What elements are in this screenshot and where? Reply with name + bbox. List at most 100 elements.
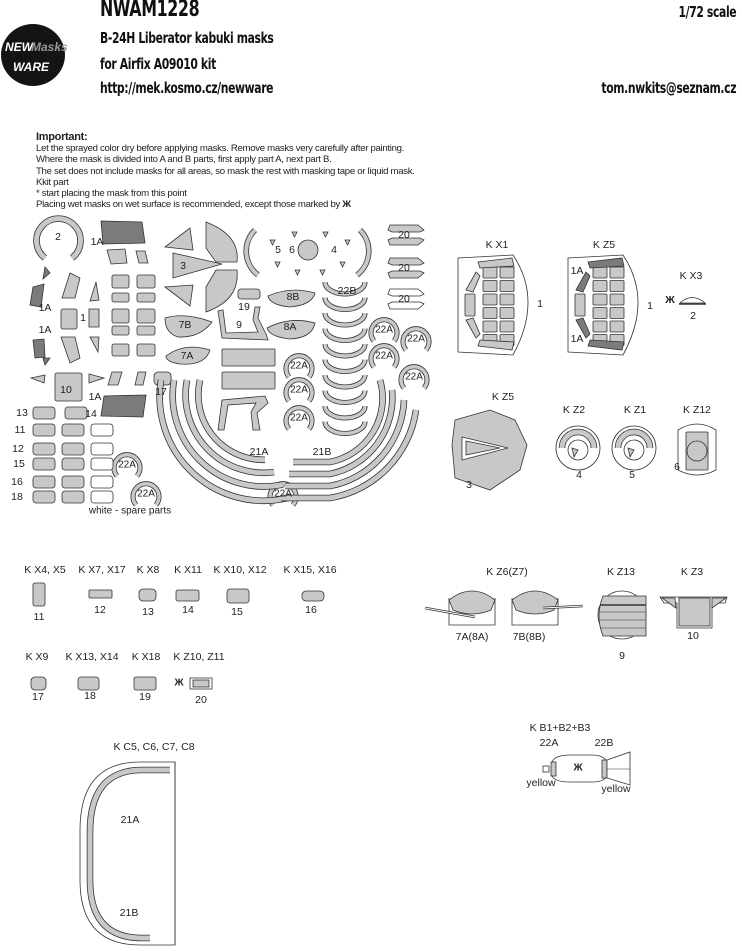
mask-small (61, 442, 85, 456)
diagram-title-kz12: K Z12 (682, 404, 712, 416)
part-label: 17 (155, 386, 167, 398)
canopy-pane (609, 293, 625, 306)
canopy-pane (592, 280, 608, 292)
mask-piece (88, 373, 106, 384)
bomb-fins (606, 751, 631, 786)
window-outline (79, 761, 176, 946)
mask-22a (368, 317, 400, 343)
canopy-pane (499, 293, 515, 306)
part-label: 20 (398, 229, 410, 241)
part-label: 21B (312, 446, 332, 458)
mask-small (90, 457, 114, 471)
logo-text-ware: WARE (13, 60, 49, 74)
mask-number: 17 (32, 691, 44, 703)
canopy-pane (499, 320, 515, 333)
mask-20 (192, 679, 210, 688)
canopy-pane (499, 266, 515, 279)
mask-20 (387, 237, 425, 246)
part-label: 3 (180, 260, 186, 272)
mask-piece (136, 308, 156, 324)
mask-number: 16 (305, 604, 317, 616)
canopy-pane (465, 317, 481, 339)
kit-subtitle: for Airfix A09010 kit (100, 55, 216, 73)
color-note: yellow (601, 783, 631, 795)
part-label: 8B (286, 291, 300, 303)
diagram-title-kx1: K X1 (485, 239, 509, 251)
mask-number: 12 (94, 604, 106, 616)
diagram-part: 1 (647, 300, 653, 312)
kit-part-label: K X13, X14 (65, 651, 119, 663)
canopy-pane (477, 257, 515, 269)
mask-small (64, 406, 88, 420)
mask-piece (135, 250, 149, 264)
mask-8a (266, 320, 316, 340)
mask-6 (297, 239, 319, 261)
part-label: 9 (236, 319, 242, 331)
mask-piece (274, 261, 281, 268)
canopy-pane (482, 266, 498, 279)
mask-number: 11 (33, 611, 45, 623)
mask-piece (571, 447, 579, 459)
mask-19 (133, 676, 157, 691)
canopy-pane (499, 280, 515, 292)
mask-piece (136, 274, 156, 289)
mask-22b (322, 405, 368, 421)
mask-21a (182, 379, 275, 477)
mask-small (32, 406, 56, 420)
mask-small (32, 475, 56, 489)
part-label: 1A (90, 236, 104, 248)
diagram-part: 9 (619, 650, 625, 662)
mask-12 (88, 589, 113, 599)
mask-number: 13 (142, 606, 154, 618)
mask-panel (221, 371, 276, 390)
diagram-part: 3 (466, 479, 472, 491)
mask-21b (289, 389, 396, 478)
mask-21a (169, 379, 284, 490)
product-code: NWAM1228 (100, 0, 200, 22)
diagram-part: 2 (690, 310, 696, 322)
mask-9b (217, 395, 269, 431)
part-label: 22B (337, 285, 357, 297)
mask-strip (355, 228, 372, 278)
mask-8b (267, 289, 316, 308)
mask-22b (322, 328, 368, 343)
instruction-line: Let the sprayed color dry before applyin… (36, 143, 405, 155)
mask-piece (88, 308, 100, 328)
mask-piece (294, 269, 301, 276)
kit-part-label: K X10, X12 (213, 564, 267, 576)
mask-piece (60, 308, 78, 330)
mask-21b (293, 379, 386, 466)
mask-21b (285, 399, 408, 490)
mask-22a (398, 364, 430, 390)
row-label: 11 (14, 424, 26, 436)
mask-22b (322, 343, 368, 359)
part-label: 10 (60, 384, 72, 396)
mask-piece (111, 308, 130, 324)
email-link[interactable]: tom.nwkits@seznam.cz (601, 79, 736, 97)
website-link[interactable]: http://mek.kosmo.cz/newware (100, 79, 274, 97)
mask-3 (172, 252, 223, 279)
diagram-title-kx3: K X3 (679, 270, 703, 282)
instructions-heading: Important: (36, 131, 88, 143)
diagram-part: 7A(8A) (455, 631, 489, 643)
mask-piece (136, 325, 156, 336)
kit-part-label: K X15, X16 (283, 564, 337, 576)
instruction-line: Placing wet masks on wet surface is reco… (36, 199, 340, 211)
mask-piece (111, 343, 130, 357)
instruction-line: * start placing the mask from this point (36, 188, 187, 200)
mask-number: 18 (84, 690, 96, 702)
mask-1a (29, 283, 45, 308)
mask-piece (711, 597, 728, 609)
mask-13 (138, 588, 157, 602)
spare-parts-note: white - spare parts (88, 505, 172, 517)
mask-piece (660, 597, 677, 609)
canopy-pane (609, 307, 625, 319)
mask-22a (283, 353, 315, 379)
part-label: 1 (80, 312, 86, 324)
diagram-part: 6 (674, 461, 680, 473)
mask-piece (42, 357, 51, 366)
part-label: 7B (178, 319, 192, 331)
mask-small (90, 442, 114, 456)
part-label-22a: 22A (274, 488, 292, 500)
